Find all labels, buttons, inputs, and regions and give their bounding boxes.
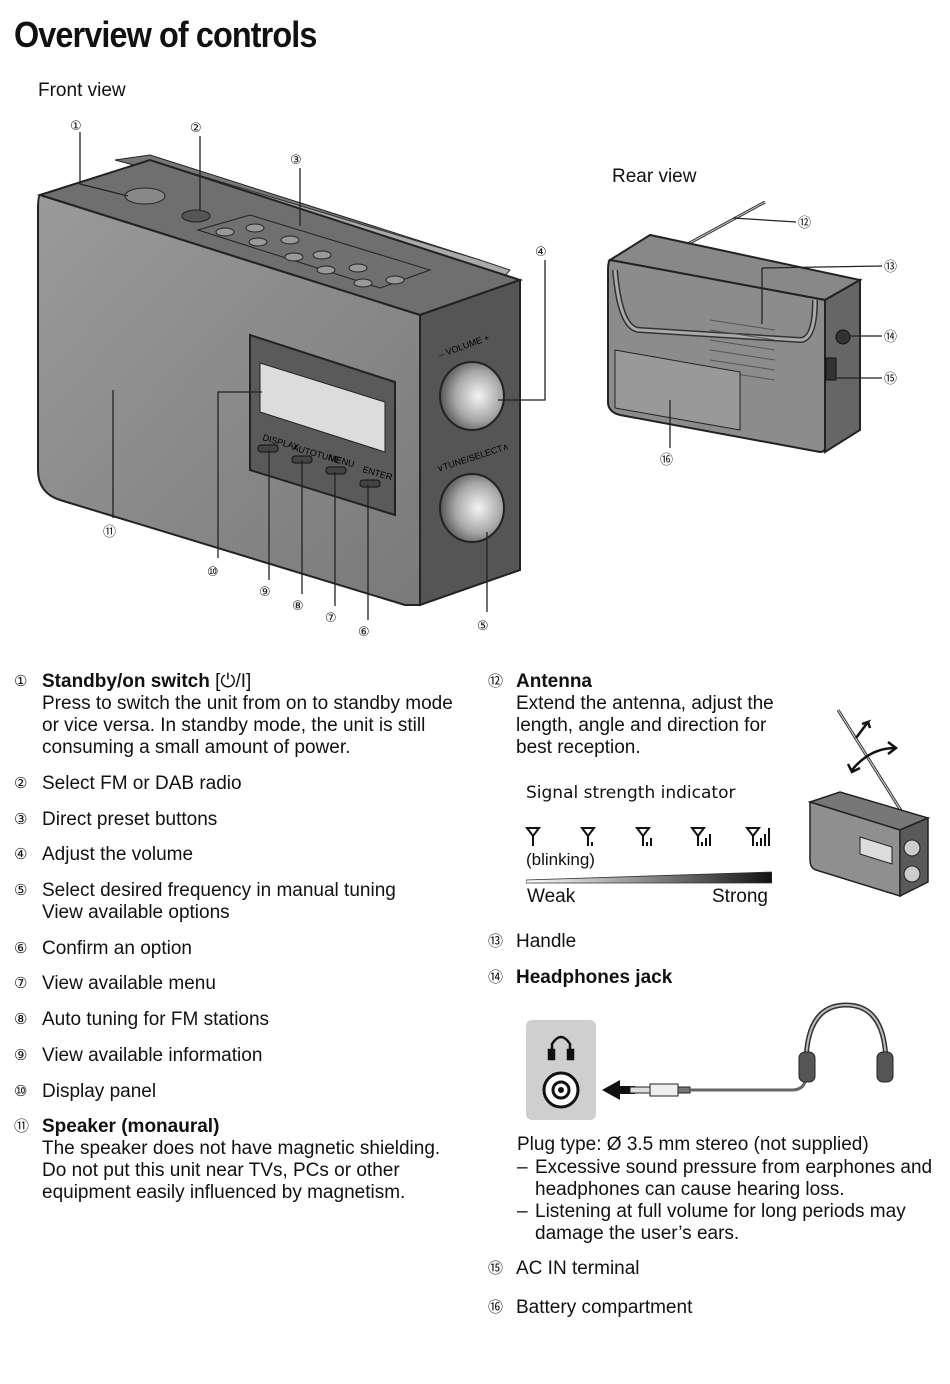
signal-blinking: (blinking) <box>526 850 595 869</box>
item-1: ① Standby/on switch [⏻/I] Press to switc… <box>14 671 464 759</box>
rear-view-illustration: ⑫ ⑬ ⑭ ⑮ ⑯ <box>607 200 897 468</box>
callout-13: ⑬ <box>884 260 897 275</box>
headphones-illustration <box>526 1002 894 1120</box>
item-15: ⑮ AC IN terminal <box>488 1258 640 1279</box>
jack-socket-icon <box>542 1071 580 1109</box>
callout-5: ⑤ <box>477 619 489 634</box>
item-2: ② Select FM or DAB radio <box>14 773 242 794</box>
signal-heading: Signal strength indicator <box>526 783 736 803</box>
headphones-icon <box>547 1035 575 1061</box>
item-13: ⑬ Handle <box>488 931 577 952</box>
signal-icon-2 <box>635 827 652 846</box>
callout-12: ⑫ <box>798 216 811 231</box>
signal-icon-3 <box>690 827 711 846</box>
item-11-title: Speaker (monaural) <box>42 1116 220 1137</box>
signal-icon-4 <box>745 827 770 846</box>
item-10: ⑩ Display panel <box>14 1081 157 1102</box>
antenna-text: Extend the antenna, adjust the length, a… <box>516 693 774 758</box>
item-6: ⑥ Confirm an option <box>14 938 192 959</box>
callout-14: ⑭ <box>884 330 897 345</box>
warning-1: Excessive sound pressure from earphones … <box>535 1157 933 1200</box>
item-16: ⑯ Battery compartment <box>488 1297 693 1318</box>
item-12: ⑫ Antenna Extend the antenna, adjust the… <box>488 671 788 759</box>
callout-4: ④ <box>535 245 547 260</box>
signal-icon-1 <box>580 827 596 846</box>
item-1-title: Standby/on switch <box>42 671 210 692</box>
callout-10: ⑩ <box>207 565 219 580</box>
page-title: Overview of controls <box>14 14 317 55</box>
callout-3: ③ <box>290 153 302 168</box>
item-3: ③ Direct preset buttons <box>14 809 218 830</box>
headphones-image <box>798 1002 894 1083</box>
item-11-text: The speaker does not have magnetic shiel… <box>42 1138 441 1203</box>
callout-15: ⑮ <box>884 372 897 387</box>
item-5: ⑤ Select desired frequency in manual tun… <box>14 880 396 923</box>
callout-11: ⑪ <box>103 525 116 540</box>
signal-strength-bar <box>526 871 772 884</box>
headphone-plug <box>629 1083 691 1097</box>
callout-9: ⑨ <box>259 585 271 600</box>
item-11: ⑪ Speaker (monaural) The speaker does no… <box>14 1116 464 1204</box>
signal-strong-label: Strong <box>712 886 768 907</box>
item-9: ⑨ View available information <box>14 1045 263 1066</box>
signal-icon-0 <box>525 827 541 846</box>
callout-2: ② <box>190 121 202 136</box>
item-8: ⑧ Auto tuning for FM stations <box>14 1009 270 1030</box>
plug-type: Plug type: Ø 3.5 mm stereo (not supplied… <box>517 1134 869 1155</box>
rear-view-label: Rear view <box>612 166 697 187</box>
tune-select-knob <box>439 473 505 543</box>
front-view-illustration: DISPLAY AUTOTUNE MENU ENTER – VOLUME + ∨… <box>36 119 547 640</box>
item-7: ⑦ View available menu <box>14 973 216 994</box>
antenna-title: Antenna <box>516 671 592 692</box>
insert-arrow-icon <box>602 1080 635 1100</box>
callout-8: ⑧ <box>292 599 304 614</box>
callout-16: ⑯ <box>660 453 673 468</box>
callout-6: ⑥ <box>358 625 370 640</box>
headphones-title: Headphones jack <box>516 967 673 988</box>
item-14: ⑭ Headphones jack <box>488 967 788 989</box>
item-4: ④ Adjust the volume <box>14 844 194 865</box>
warning-2: Listening at full volume for long period… <box>535 1201 906 1244</box>
volume-knob <box>439 361 505 431</box>
callout-7: ⑦ <box>325 611 337 626</box>
callout-1: ① <box>70 119 82 134</box>
antenna-radio-illustration <box>807 709 931 898</box>
item-1-text: Press to switch the unit from on to stan… <box>42 693 453 758</box>
signal-icons <box>525 827 770 846</box>
signal-weak-label: Weak <box>527 886 576 907</box>
front-view-label: Front view <box>38 80 126 101</box>
